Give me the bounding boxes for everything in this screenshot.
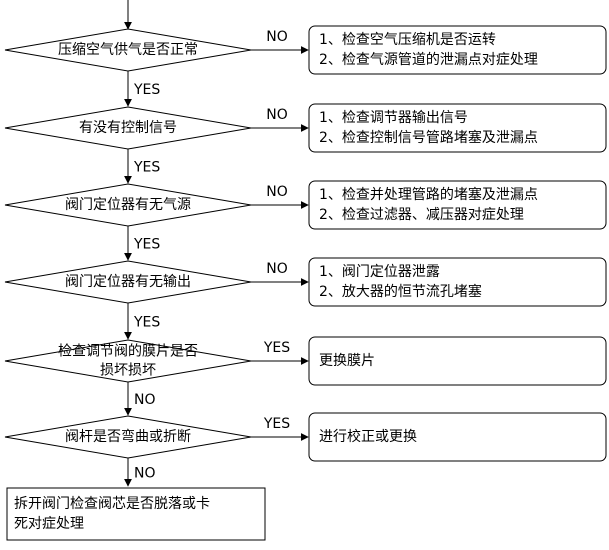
- action-box: [308, 336, 607, 386]
- action-box: [308, 25, 607, 75]
- branch-label: NO: [266, 261, 288, 277]
- down-label: YES: [133, 237, 160, 253]
- action-text: 1、检查调节器输出信号: [319, 110, 468, 126]
- flow-step: 阀门定位器有无输出 NO 1、阀门定位器泄露 2、放大器的恒节流孔堵塞 YES: [4, 257, 607, 340]
- branch-label: YES: [263, 416, 290, 432]
- branch-label: NO: [266, 184, 288, 200]
- decision-question: 阀杆是否弯曲或折断: [65, 428, 191, 445]
- branch-label: NO: [266, 29, 288, 45]
- action-text: 2、检查控制信号管路堵塞及泄漏点: [319, 129, 538, 146]
- flow-step: 阀杆是否弯曲或折断 YES 进行校正或更换 NO: [4, 412, 607, 487]
- down-label: YES: [133, 315, 160, 331]
- down-label: YES: [133, 160, 160, 176]
- decision-question: 压缩空气供气是否正常: [58, 42, 198, 58]
- branch-label: YES: [263, 340, 290, 356]
- action-text: 1、阀门定位器泄露: [319, 264, 440, 280]
- action-text: 1、检查并处理管路的堵塞及泄漏点: [319, 186, 538, 203]
- down-label: NO: [134, 466, 156, 482]
- action-text: 1、检查空气压缩机是否运转: [319, 32, 496, 48]
- down-label: NO: [134, 392, 156, 408]
- final-action-box: [6, 487, 266, 541]
- branch-label: NO: [266, 107, 288, 123]
- decision-question: 阀门定位器有无气源: [65, 197, 191, 213]
- action-text: 更换膜片: [319, 352, 375, 369]
- action-text: 进行校正或更换: [319, 428, 417, 445]
- steps-layer: 压缩空气供气是否正常 NO 1、检查空气压缩机是否运转 2、检查气源管道的泄漏点对症处…: [4, 25, 607, 487]
- action-box: [308, 103, 607, 153]
- down-label: YES: [133, 82, 160, 98]
- decision-question: 检查调节阀的膜片是否: [58, 344, 198, 360]
- flow-step: 有没有控制信号 NO 1、检查调节器输出信号 2、检查控制信号管路堵塞及泄漏点 YES: [4, 103, 607, 184]
- decision-question: 有没有控制信号: [79, 120, 177, 136]
- action-text: 2、检查过滤器、减压器对症处理: [319, 207, 524, 223]
- action-text: 2、放大器的恒节流孔堵塞: [319, 283, 482, 300]
- flow-step: 阀门定位器有无气源 NO 1、检查并处理管路的堵塞及泄漏点 2、检查过滤器、减压器对症…: [4, 180, 607, 261]
- action-text: 2、检查气源管道的泄漏点对症处理: [319, 52, 538, 68]
- action-box: [308, 180, 607, 230]
- action-box: [308, 257, 607, 307]
- final-action-text: 死对症处理: [14, 516, 84, 532]
- decision-question: 阀门定位器有无输出: [65, 274, 191, 290]
- final-action-text: 拆开阀门检查阀芯是否脱落或卡: [14, 496, 210, 512]
- action-box: [308, 412, 607, 462]
- decision-question: 损坏损坏: [100, 363, 156, 379]
- flow-step: 压缩空气供气是否正常 NO 1、检查空气压缩机是否运转 2、检查气源管道的泄漏点对症处…: [4, 25, 607, 107]
